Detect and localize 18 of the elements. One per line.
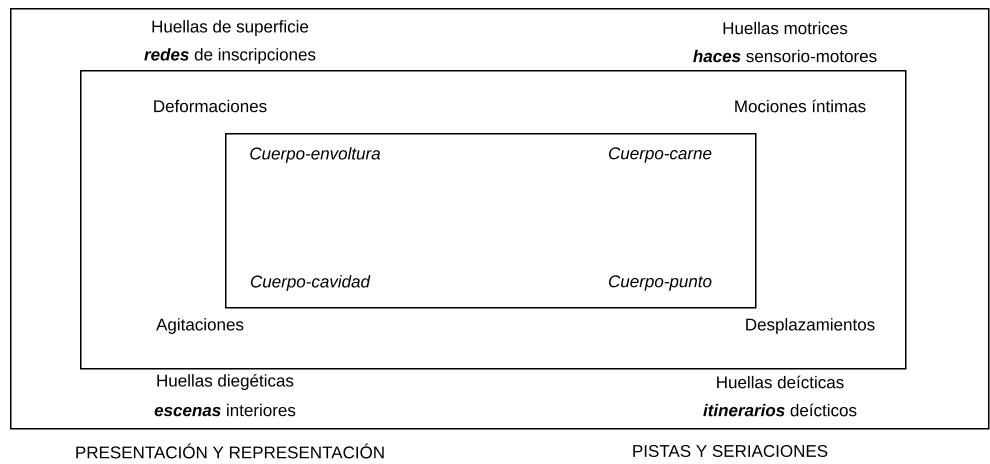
box-text: Cuerpo-cavidad xyxy=(250,275,370,291)
box-text: Desplazamientos xyxy=(746,318,875,334)
box-text: Cuerpo-punto xyxy=(608,275,712,291)
section-label: PRESENTACIÓN Y REPRESENTACIÓN xyxy=(76,444,384,458)
box-text: Huellas deícticas xyxy=(717,376,844,388)
box-text: Cuerpo-carne xyxy=(608,147,712,163)
box-text: itinerarios deícticos xyxy=(703,404,856,416)
box-text: Huellas de superficie xyxy=(152,20,308,36)
box-text: Cuerpo-envoltura xyxy=(250,147,380,163)
box-text: escenas interiores xyxy=(154,404,296,416)
box-text: Deformaciones xyxy=(154,100,267,112)
box-text: Huellas diegéticas xyxy=(157,374,294,390)
box-text: Mociones íntimas xyxy=(735,100,866,112)
box-text: Huellas motrices xyxy=(724,22,848,34)
box-text: haces sensorio-motores xyxy=(693,50,876,62)
box-text: redes de inscripciones xyxy=(144,48,316,64)
section-label: PISTAS Y SERIACIONES xyxy=(633,444,828,458)
box-text: Agitaciones xyxy=(156,318,244,334)
